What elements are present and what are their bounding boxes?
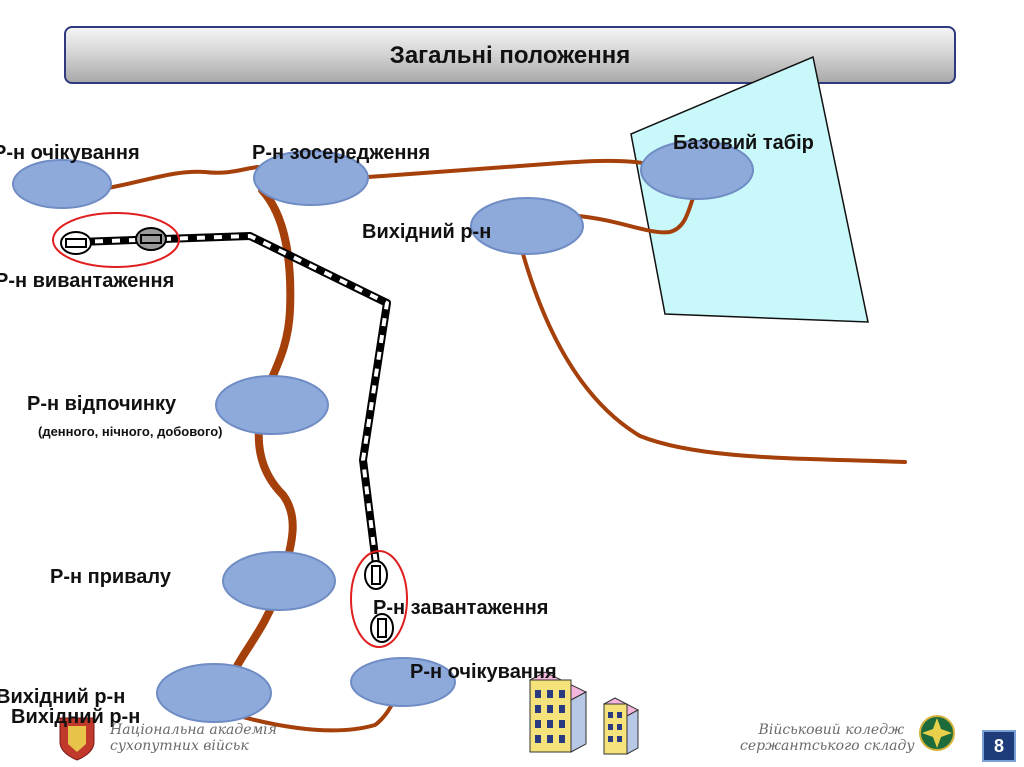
emblem-icon	[59, 717, 95, 761]
footer-right-line2: сержантського складу	[740, 738, 915, 754]
label-starting-area-bottom-1: Вихідний р-н	[0, 686, 126, 708]
train-car-icon	[364, 560, 388, 590]
label-rest-area-note: (денного, нічного, добового)	[38, 424, 223, 439]
route-main-march	[226, 186, 297, 692]
route-waiting-to-concentration	[106, 165, 260, 190]
label-concentration-area: Р-н зосередження	[252, 142, 431, 164]
route-bottom-start-to-waiting	[226, 692, 400, 733]
base-camp-area	[630, 55, 869, 323]
train-car-icon	[135, 227, 167, 251]
route-concentration-to-base	[366, 158, 644, 179]
label-base-camp: Базовий табір	[673, 132, 814, 154]
page-number-badge: 8	[982, 730, 1016, 762]
footer-right-line1: Військовий коледж	[758, 722, 904, 738]
area-concentration	[253, 150, 369, 206]
train-car-icon	[370, 613, 394, 643]
label-starting-area-right: Вихідний р-н	[362, 221, 492, 243]
slide-title: Загальні положення	[389, 42, 631, 69]
area-waiting-top	[12, 159, 112, 209]
label-unloading-area: Р-н вивантаження	[0, 270, 175, 292]
label-waiting-area-bottom: Р-н очікування	[410, 661, 557, 683]
emblem-icon	[919, 715, 955, 751]
train-car-icon	[60, 231, 92, 255]
building-icon	[528, 671, 588, 753]
railway-line	[77, 232, 391, 573]
label-loading-area: Р-н завантаження	[373, 597, 549, 619]
label-rest-area: Р-н відпочинку	[27, 393, 177, 415]
footer-left-line2: сухопутних військ	[110, 738, 249, 754]
page-number: 8	[993, 736, 1004, 756]
building-icon	[602, 697, 640, 755]
area-base-camp	[640, 140, 754, 200]
label-halt-area: Р-н привалу	[50, 566, 171, 588]
label-waiting-area-top: Р-н очікування	[0, 142, 140, 164]
area-starting-bottom	[156, 663, 272, 723]
area-waiting-bottom	[350, 657, 456, 707]
area-rest	[215, 375, 329, 435]
title-bar: Загальні положення	[64, 26, 956, 84]
route-start-down-right	[521, 252, 907, 464]
unloading-highlight	[52, 212, 180, 268]
loading-highlight	[350, 550, 408, 648]
footer-left-institution: Національна академія сухопутних військ	[110, 722, 277, 754]
route-start-to-base	[576, 196, 695, 235]
footer-right-institution: Військовий коледж сержантського складу	[740, 722, 915, 754]
label-starting-area-bottom-2: Вихідний р-н	[11, 706, 141, 728]
area-starting-right	[470, 197, 584, 255]
footer-left-line1: Національна академія	[110, 722, 277, 738]
area-halt	[222, 551, 336, 611]
